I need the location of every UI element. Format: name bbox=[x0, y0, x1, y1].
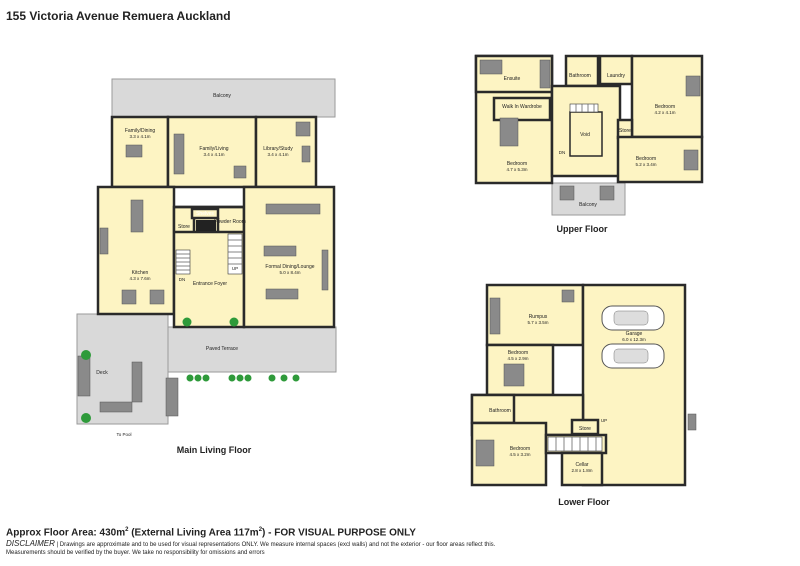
main-stairs bbox=[175, 220, 243, 275]
label-deck: Deck bbox=[96, 370, 108, 376]
label-shelves: Shelves bbox=[196, 211, 214, 217]
garage-cars bbox=[601, 305, 665, 369]
room-bedroom-3 bbox=[616, 135, 704, 184]
dim-library-study: 3.4 x 4.1m bbox=[267, 152, 288, 157]
dim-bedroom-master: 4.7 x 5.3m bbox=[506, 167, 527, 172]
lower-furniture bbox=[475, 289, 697, 467]
dim-garage: 6.0 x 12.3m bbox=[622, 337, 646, 342]
page-title: 155 Victoria Avenue Remuera Auckland bbox=[6, 9, 231, 23]
label-cellar: Cellar bbox=[575, 462, 588, 468]
label-garage: Garage bbox=[626, 331, 643, 337]
room-laundry bbox=[598, 54, 634, 86]
label-bedroom-lower-1: Bedroom bbox=[508, 350, 528, 356]
label-walk-in: Walk In Wardrobe bbox=[502, 104, 542, 110]
disclaimer-label: DISCLAIMER bbox=[6, 539, 55, 549]
label-family-dining: Family/Dining bbox=[125, 128, 156, 134]
area-sup-2: 2 bbox=[258, 527, 263, 533]
lower-floor: Rumpus 5.7 x 3.5m Garage 6.0 x 12.3m Bed… bbox=[470, 283, 697, 507]
label-main-floor: Main Living Floor bbox=[177, 445, 252, 455]
room-void bbox=[569, 111, 603, 157]
label-powder-room: Powder Room bbox=[214, 219, 246, 225]
floor-plan: Balcony Family/Dining 3.3 x 4.1m Family/… bbox=[76, 54, 704, 507]
room-bedroom-2 bbox=[630, 54, 704, 139]
label-rumpus: Rumpus bbox=[529, 314, 548, 320]
floor-area-summary: Approx Floor Area: 430m2 (External Livin… bbox=[6, 527, 796, 538]
label-store-upper: Store bbox=[619, 128, 631, 134]
label-bathroom-upper: Bathroom bbox=[569, 73, 591, 79]
dim-formal-dining: 5.0 x 8.4m bbox=[279, 270, 300, 275]
dim-family-living: 3.4 x 4.1m bbox=[203, 152, 224, 157]
dim-family-dining: 3.3 x 4.1m bbox=[129, 134, 150, 139]
room-bathroom-lower bbox=[470, 393, 516, 425]
label-main-up: UP bbox=[232, 266, 238, 271]
dim-bedroom-lower-2: 4.5 x 3.2m bbox=[509, 452, 530, 457]
main-trees bbox=[81, 317, 300, 423]
label-bedroom-3: Bedroom bbox=[636, 156, 656, 162]
footer: Approx Floor Area: 430m2 (External Livin… bbox=[6, 527, 796, 557]
label-bedroom-2: Bedroom bbox=[655, 104, 675, 110]
label-kitchen: Kitchen bbox=[132, 270, 149, 276]
disclaimer-line2: Measurements should be verified by the b… bbox=[6, 550, 265, 557]
label-laundry: Laundry bbox=[607, 73, 626, 79]
room-cellar bbox=[560, 451, 604, 487]
label-lower-up: UP bbox=[601, 418, 607, 423]
label-balcony: Balcony bbox=[213, 93, 231, 99]
label-store-lower: Store bbox=[579, 426, 591, 432]
disclaimer-line1: | Drawings are approximate and to be use… bbox=[54, 542, 496, 549]
upper-floor: Ensuite Bathroom Laundry Walk In Wardrob… bbox=[474, 54, 704, 234]
room-paved-terrace bbox=[167, 326, 337, 373]
upper-furniture bbox=[479, 59, 701, 201]
label-store: Store bbox=[178, 224, 190, 230]
area-sup-1: 2 bbox=[125, 527, 129, 533]
dim-bedroom-lower-1: 4.5 x 2.9m bbox=[507, 356, 528, 361]
label-entrance-foyer: Entrance Foyer bbox=[193, 281, 228, 287]
area-suffix: ) - FOR VISUAL PURPOSE ONLY bbox=[262, 527, 416, 539]
room-bathroom bbox=[564, 54, 600, 88]
label-balcony-upper: Balcony bbox=[579, 202, 597, 208]
dim-kitchen: 4.3 x 7.6m bbox=[129, 276, 150, 281]
label-upper-floor: Upper Floor bbox=[557, 224, 608, 234]
label-void: Void bbox=[580, 132, 590, 138]
upper-stairs bbox=[569, 103, 599, 113]
disclaimer: DISCLAIMER | Drawings are approximate an… bbox=[6, 540, 796, 557]
label-bedroom-lower-2: Bedroom bbox=[510, 446, 530, 452]
label-to-pool: To Pool bbox=[116, 432, 131, 437]
label-bathroom-lower: Bathroom bbox=[489, 408, 511, 414]
label-lower-floor: Lower Floor bbox=[558, 497, 610, 507]
room-hall-upper bbox=[550, 84, 622, 178]
area-prefix: Approx Floor Area: 430m bbox=[6, 527, 126, 539]
dim-bedroom-2: 4.2 x 4.1m bbox=[654, 110, 675, 115]
label-family-living: Family/Living bbox=[199, 146, 228, 152]
dim-bedroom-3: 5.2 x 3.4m bbox=[635, 162, 656, 167]
dim-rumpus: 5.7 x 3.5m bbox=[527, 320, 548, 325]
room-walk-in bbox=[492, 96, 552, 122]
label-formal-dining: Formal Dining/Lounge bbox=[265, 264, 314, 270]
room-shelves bbox=[190, 207, 220, 220]
area-middle: (External Living Area 117m bbox=[128, 527, 259, 539]
label-library-study: Library/Study bbox=[263, 146, 293, 152]
main-furniture bbox=[77, 121, 329, 417]
label-bedroom-master: Bedroom bbox=[507, 161, 527, 167]
lower-stairs bbox=[547, 436, 603, 452]
main-living-floor: Balcony Family/Dining 3.3 x 4.1m Family/… bbox=[76, 78, 337, 455]
label-paved-terrace: Paved Terrace bbox=[206, 346, 238, 352]
dim-cellar: 2.8 x 1.8m bbox=[571, 468, 592, 473]
label-ensuite: Ensuite bbox=[504, 76, 521, 82]
label-main-dn: DN bbox=[179, 277, 186, 282]
room-balcony bbox=[111, 78, 336, 118]
label-upper-dn: DN bbox=[559, 150, 566, 155]
